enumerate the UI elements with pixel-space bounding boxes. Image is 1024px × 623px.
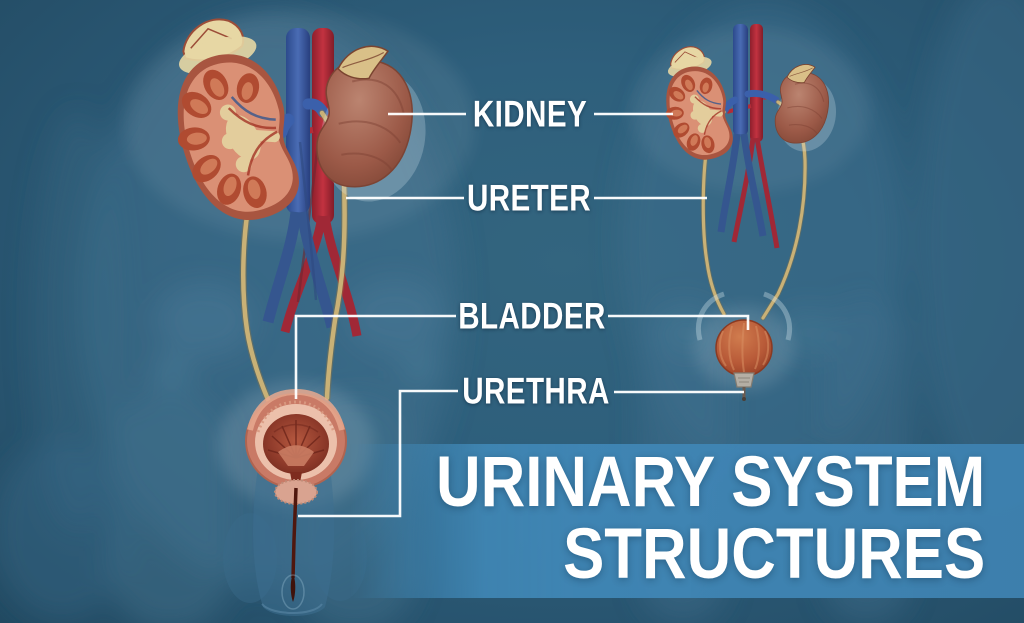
title-banner-text: URINARY SYSTEM STRUCTURES	[436, 447, 985, 591]
kidney-label: KIDNEY	[472, 93, 588, 135]
bladder-external	[696, 291, 792, 401]
bladder-label: BLADDER	[458, 295, 606, 337]
banner-title-line1: URINARY SYSTEM	[435, 443, 985, 522]
ureter-label: URETER	[466, 177, 592, 219]
banner-title-line2: STRUCTURES	[562, 515, 985, 594]
urethra-large	[281, 487, 305, 610]
urethra-label: URETHRA	[462, 370, 610, 412]
aorta-small	[726, 24, 780, 249]
title-banner: URINARY SYSTEM STRUCTURES	[350, 444, 1024, 598]
vena-cava-small	[717, 24, 780, 237]
